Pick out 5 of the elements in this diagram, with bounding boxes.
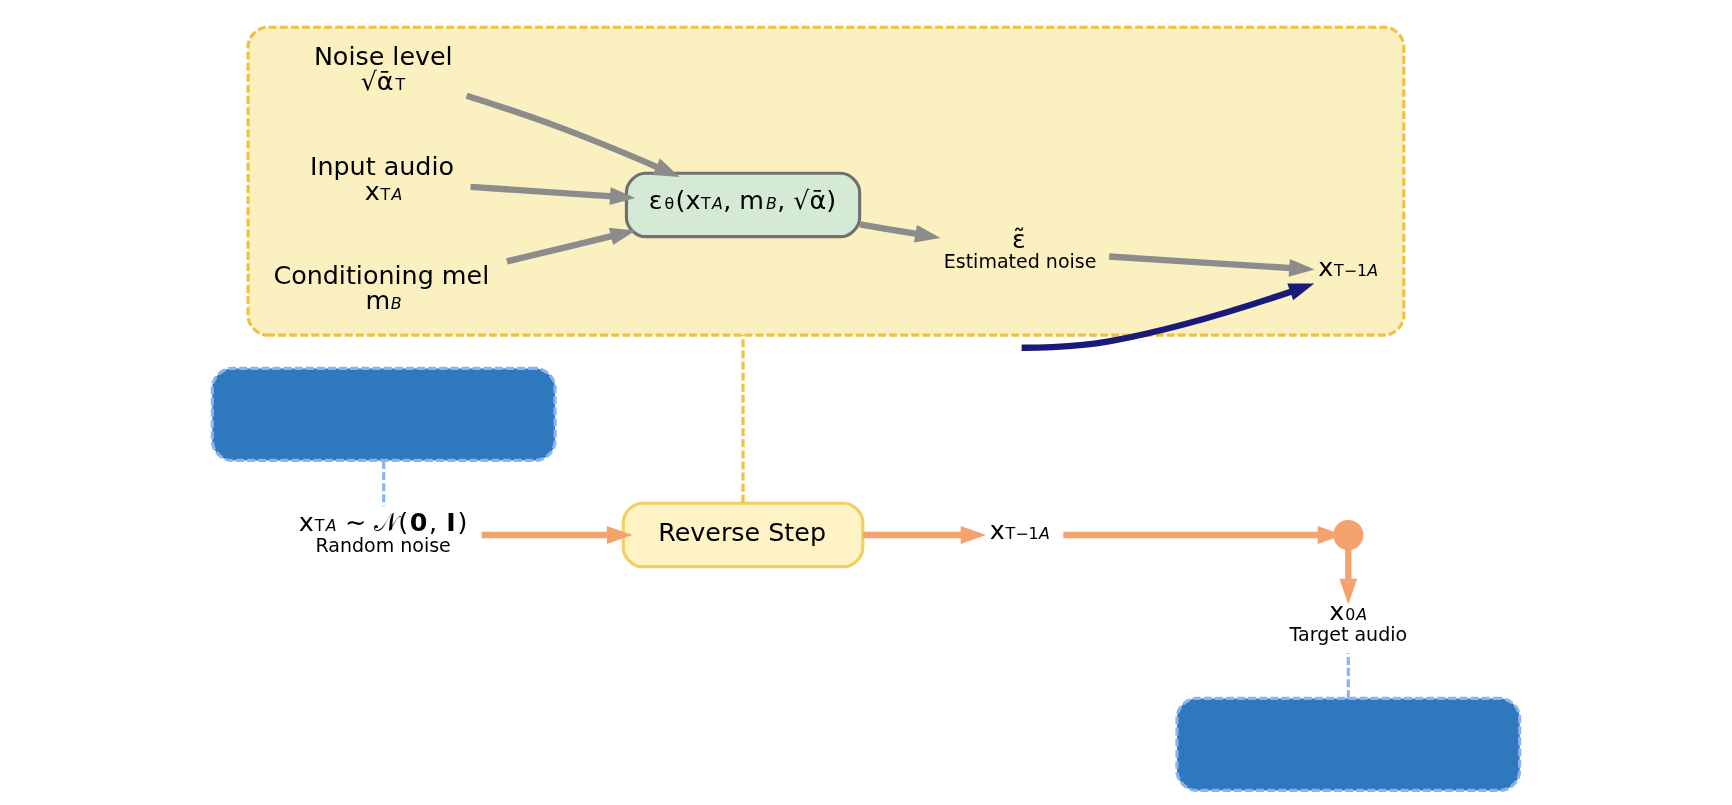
node-text: xT−1A — [989, 515, 1050, 546]
node-text: Conditioning mel mB — [273, 259, 490, 316]
node-text: Input audio xTA — [309, 150, 455, 206]
node-text: Noise level √ᾱT — [313, 41, 453, 97]
node-text: xT−1A — [1318, 252, 1379, 283]
